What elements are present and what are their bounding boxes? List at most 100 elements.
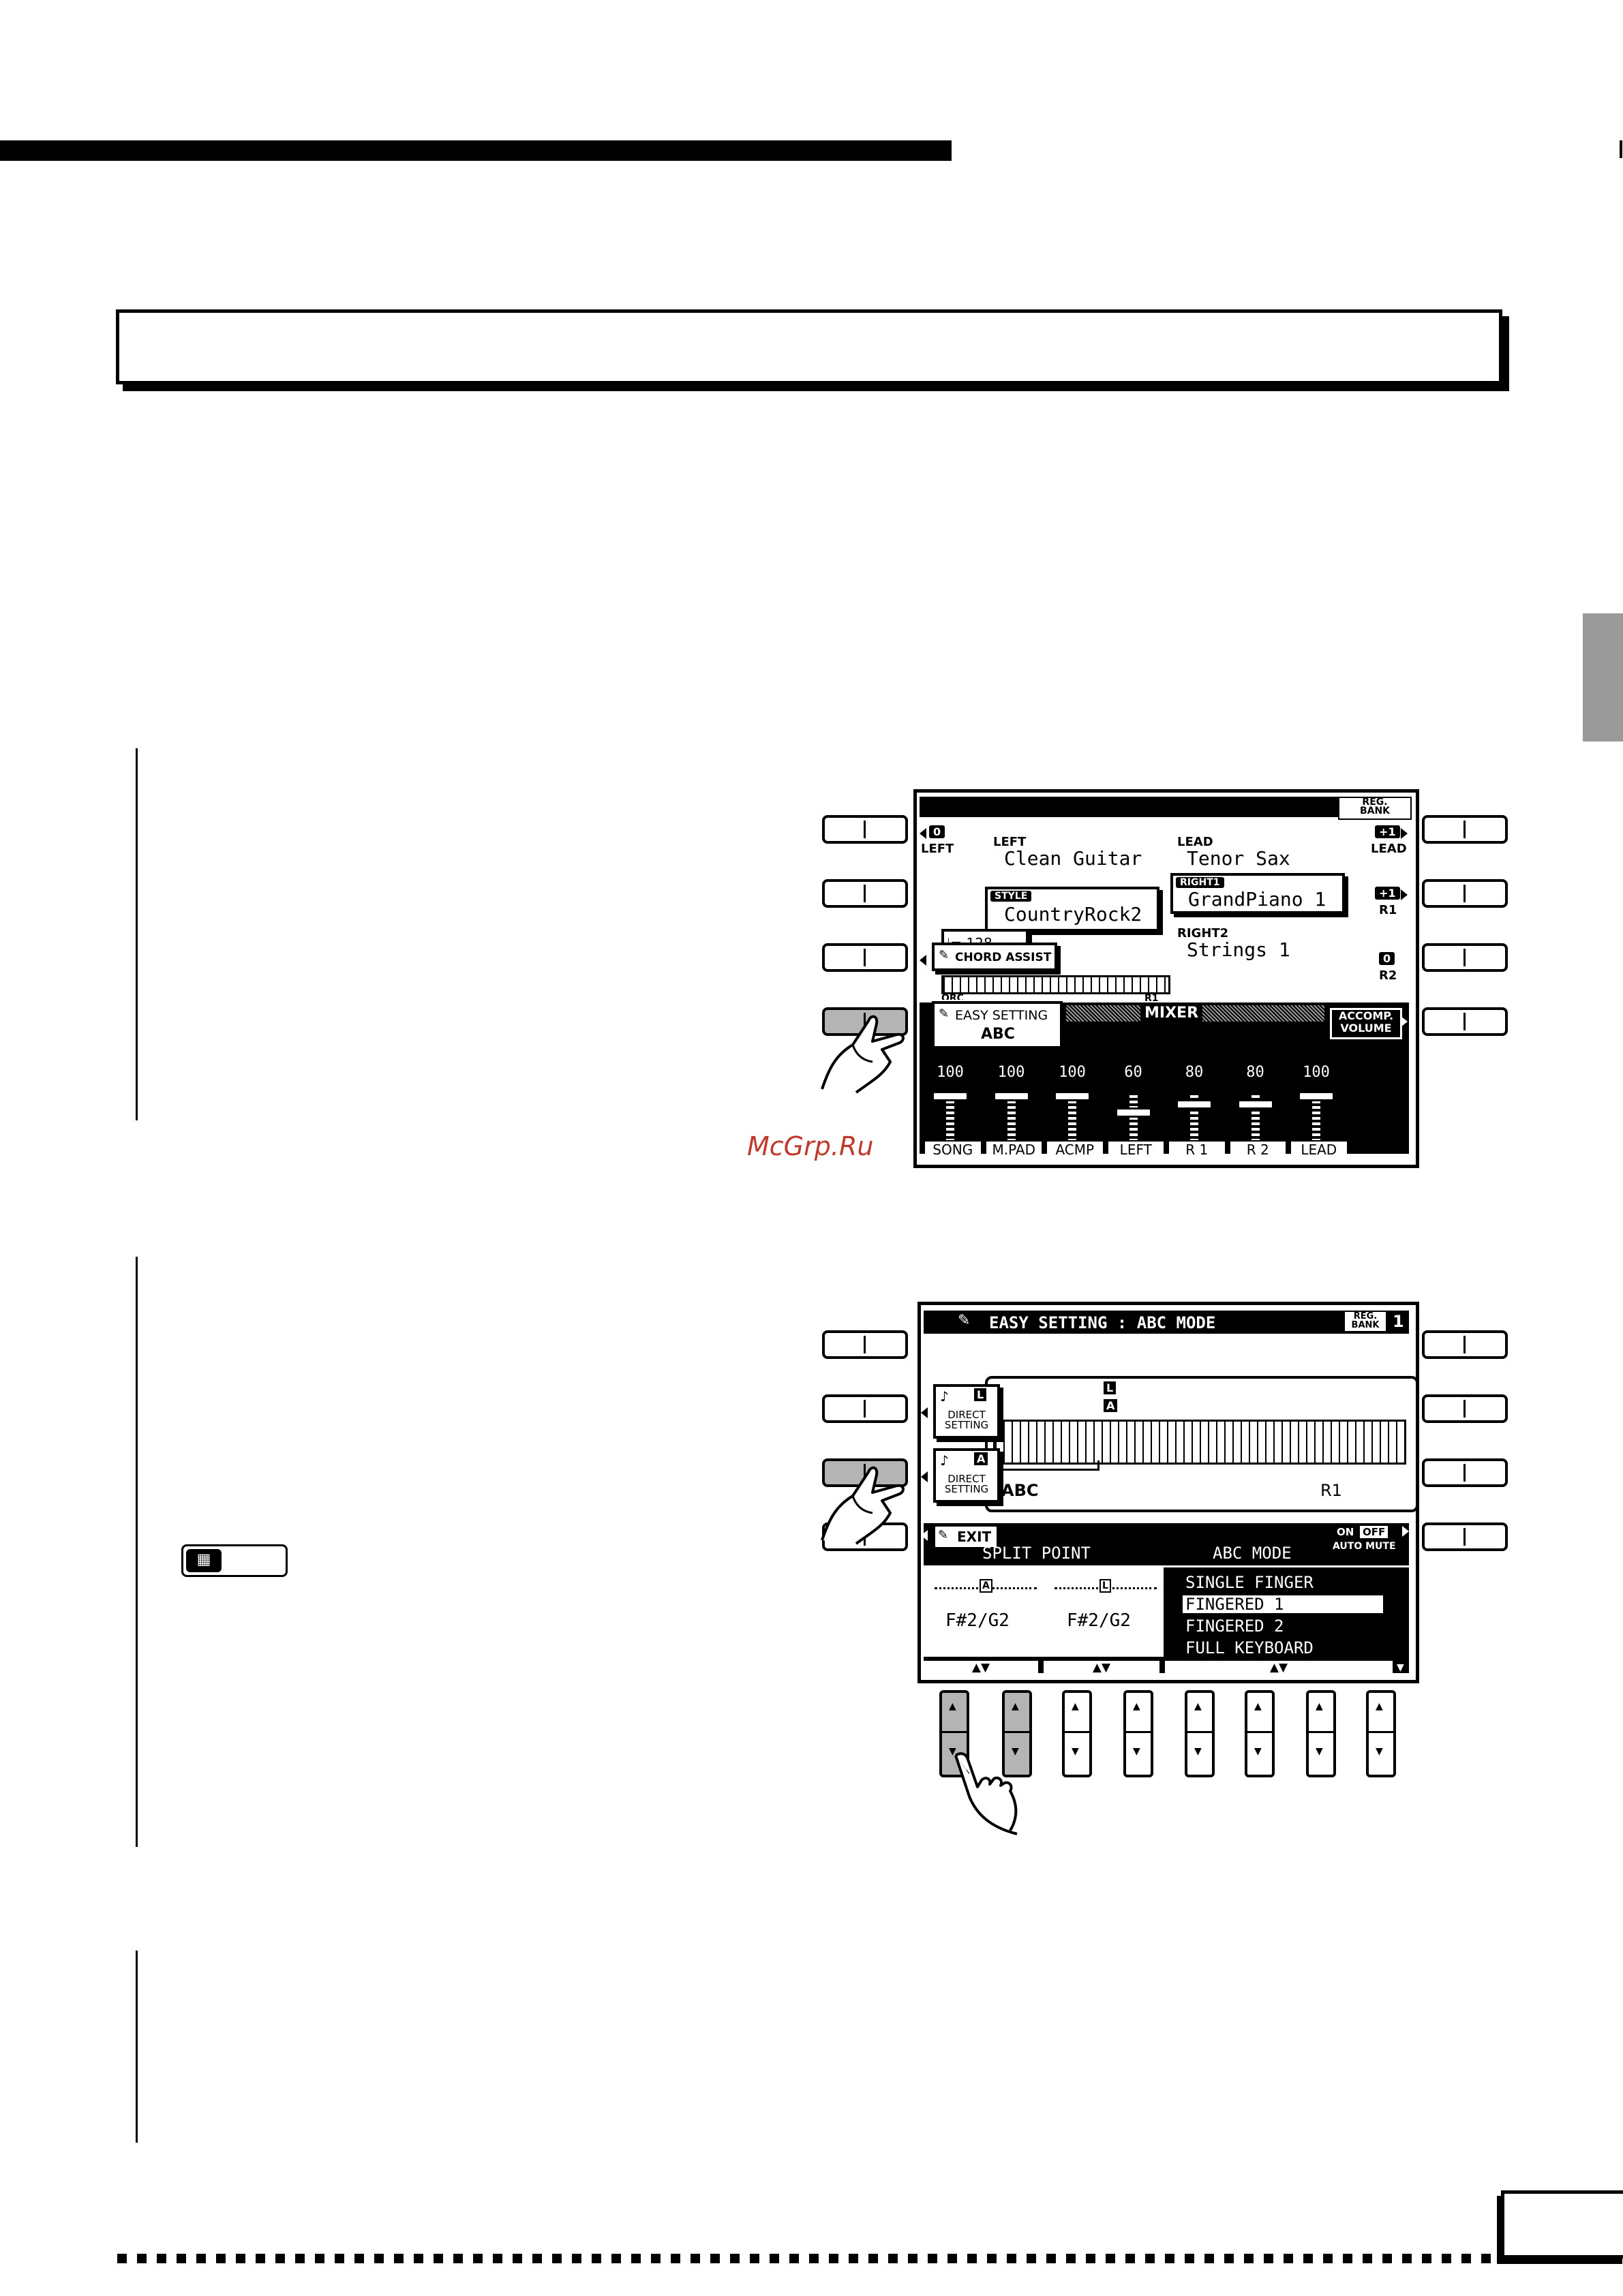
up-down-button[interactable]: ▲▼ <box>1185 1690 1215 1777</box>
abc-mode-arrows[interactable]: ▲▼ <box>1165 1661 1393 1674</box>
abc-mode-option[interactable]: FINGERED 1 <box>1183 1595 1383 1613</box>
watermark: McGrp.Ru <box>747 1131 874 1161</box>
lcd2-left-button-2[interactable] <box>822 1394 908 1423</box>
lcd-right-button-2[interactable] <box>1422 879 1508 908</box>
footer-dot <box>1086 2254 1095 2263</box>
keyboard-right-label: R1 <box>1144 993 1159 1004</box>
footer-dot <box>236 2254 245 2263</box>
lcd-left-button-2[interactable] <box>822 879 908 908</box>
down-arrow-icon: ▼ <box>1376 1746 1383 1757</box>
keyboard-graphic <box>941 975 1170 994</box>
mixer-fader-cap[interactable] <box>1298 1091 1335 1101</box>
right1-voice-box[interactable]: RIGHT1 GrandPiano 1 <box>1170 873 1345 914</box>
auto-mute-off[interactable]: OFF <box>1360 1526 1389 1538</box>
split-a-value[interactable]: F#2/G2 <box>945 1610 1010 1631</box>
mixer-value: 100 <box>997 1064 1025 1081</box>
footer-dot <box>691 2254 700 2263</box>
lead-voice-name[interactable]: Tenor Sax <box>1187 847 1290 870</box>
footer-dot <box>1303 2254 1313 2263</box>
up-down-button[interactable]: ▲▼ <box>1366 1690 1396 1777</box>
direct-setting-1-button[interactable]: ♪ L DIRECT SETTING <box>933 1384 1000 1439</box>
mixer-fader[interactable] <box>1068 1092 1076 1140</box>
mixer-channel-label[interactable]: R 2 <box>1230 1142 1286 1158</box>
exit-button[interactable]: ✎ EXIT <box>933 1525 999 1549</box>
footer-dot <box>1382 2254 1392 2263</box>
lcd2-right-button-4[interactable] <box>1422 1522 1508 1551</box>
chord-assist-arrow-icon <box>920 955 926 966</box>
mixer-label: MIXER <box>1140 1005 1203 1022</box>
mixer-fader[interactable] <box>1312 1092 1320 1140</box>
abc-mode-header: ABC MODE <box>1213 1544 1292 1563</box>
chord-assist-box[interactable]: ✎ CHORD ASSIST <box>932 943 1057 971</box>
right2-voice-name[interactable]: Strings 1 <box>1187 938 1290 961</box>
footer-dot <box>1481 2254 1491 2263</box>
mixer-channel-label[interactable]: LEAD <box>1291 1142 1347 1158</box>
footer-dot <box>177 2254 186 2263</box>
mixer-fader[interactable] <box>946 1092 954 1140</box>
footer-dot <box>1204 2254 1214 2263</box>
mixer-channel-label[interactable]: SONG <box>925 1142 981 1158</box>
mixer-fader[interactable] <box>1007 1092 1016 1140</box>
lcd-left-button-3[interactable] <box>822 943 908 972</box>
footer-dot <box>354 2254 364 2263</box>
lcd2-left-button-1[interactable] <box>822 1330 908 1359</box>
easy-setting-box[interactable]: ✎ EASY SETTING ABC <box>932 1001 1063 1049</box>
split-l-value[interactable]: F#2/G2 <box>1067 1610 1131 1631</box>
footer-dot <box>868 2254 878 2263</box>
exit-label: EXIT <box>957 1529 992 1545</box>
lcd-left-button-1[interactable] <box>822 815 908 844</box>
mixer-channel-label[interactable]: M.PAD <box>986 1142 1042 1158</box>
mixer-value: 100 <box>1303 1064 1330 1081</box>
left-voice-name[interactable]: Clean Guitar <box>1004 847 1142 870</box>
mixer-channel-label[interactable]: LEFT <box>1108 1142 1164 1158</box>
split-point-panel <box>924 1565 1164 1657</box>
footer-dot <box>1244 2254 1254 2263</box>
split-a-arrows[interactable]: ▲▼ <box>924 1661 1038 1674</box>
mixer-value: 100 <box>937 1064 964 1081</box>
footer-dot <box>1027 2254 1036 2263</box>
up-arrow-icon: ▲ <box>1254 1701 1262 1712</box>
mixer-fader-cap[interactable] <box>1176 1099 1213 1109</box>
up-down-button[interactable]: ▲▼ <box>1306 1690 1336 1777</box>
up-down-button[interactable]: ▲▼ <box>1123 1690 1153 1777</box>
lcd2-right-button-3[interactable] <box>1422 1458 1508 1487</box>
mixer-fader-cap[interactable] <box>992 1091 1030 1101</box>
down-arrow-icon: ▼ <box>1316 1746 1323 1757</box>
up-arrow-icon: ▲ <box>1194 1701 1202 1712</box>
footer-dot <box>1323 2254 1333 2263</box>
abc-mode-option[interactable]: SINGLE FINGER <box>1185 1573 1314 1592</box>
mixer-fader-cap[interactable] <box>1114 1107 1152 1118</box>
down-arrow-icon: ▼ <box>1072 1746 1079 1757</box>
accomp-volume-button[interactable]: ACCOMP. VOLUME <box>1330 1008 1402 1039</box>
direct-setting-2-button[interactable]: ♪ A DIRECT SETTING <box>933 1448 1000 1503</box>
style-box[interactable]: STYLE CountryRock2 <box>985 887 1159 932</box>
mixer-channel-label[interactable]: R 1 <box>1169 1142 1225 1158</box>
up-down-button[interactable]: ▲▼ <box>1245 1690 1275 1777</box>
up-down-button[interactable]: ▲▼ <box>1062 1690 1092 1777</box>
abc-mode-option[interactable]: FULL KEYBOARD <box>1185 1638 1314 1657</box>
footer-dot <box>1402 2254 1412 2263</box>
lcd-right-button-3[interactable] <box>1422 943 1508 972</box>
footer-dot <box>908 2254 917 2263</box>
up-down-button[interactable]: ▲▼ <box>1002 1690 1032 1777</box>
mixer-fader-cap[interactable] <box>1237 1099 1274 1109</box>
mixer-channel-label[interactable]: ACMP <box>1047 1142 1103 1158</box>
lcd2-left-button-3[interactable] <box>822 1458 908 1487</box>
auto-mute-on[interactable]: ON <box>1337 1526 1354 1538</box>
up-arrow-icon: ▲ <box>949 1701 956 1712</box>
lcd2-right-button-1[interactable] <box>1422 1330 1508 1359</box>
split-l-arrows[interactable]: ▲▼ <box>1044 1661 1159 1674</box>
lcd-right-button-1[interactable] <box>1422 815 1508 844</box>
lcd-right-button-4[interactable] <box>1422 1007 1508 1036</box>
step-rule-2 <box>136 1257 138 1847</box>
down-arrow-icon: ▼ <box>1254 1746 1262 1757</box>
mixer-fader-cap[interactable] <box>932 1091 969 1101</box>
footer-dot <box>394 2254 404 2263</box>
exit-arrow-icon <box>921 1530 928 1541</box>
mixer-fader-cap[interactable] <box>1054 1091 1091 1101</box>
display2-header: ✎ EASY SETTING : ABC MODE REG. BANK 1 <box>924 1311 1409 1334</box>
footer-dot <box>532 2254 542 2263</box>
abc-mode-option[interactable]: FINGERED 2 <box>1185 1617 1284 1636</box>
lcd2-right-button-2[interactable] <box>1422 1394 1508 1423</box>
up-down-button[interactable]: ▲▼ <box>939 1690 969 1777</box>
